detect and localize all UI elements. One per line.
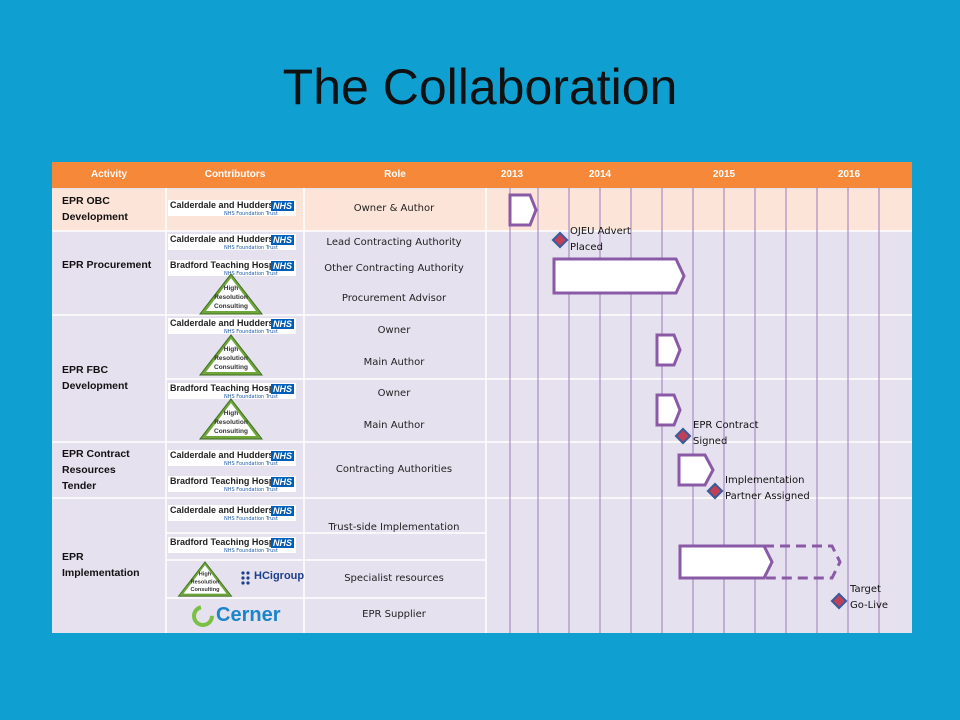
milestone-contract-diamond — [674, 427, 692, 445]
hci-group-icon — [241, 571, 250, 585]
role-trust-side: Trust-side Implementation — [328, 522, 460, 533]
header-year-2015: 2015 — [712, 169, 736, 180]
cerner-icon — [192, 605, 214, 627]
milestone-partner-label: Implementation Partner Assigned — [725, 475, 810, 502]
svg-text:High: High — [199, 572, 212, 578]
svg-text:Consulting: Consulting — [214, 428, 248, 435]
svg-text:Consulting: Consulting — [190, 587, 220, 593]
logo-high-resolution-consulting: High Resolution Consulting — [172, 561, 238, 603]
table-header — [52, 162, 912, 188]
role-specialist: Specialist resources — [344, 573, 444, 584]
svg-text:High: High — [224, 410, 238, 417]
bar-contract-tender — [677, 453, 715, 487]
activity-obc: EPR OBC Development — [62, 195, 128, 223]
svg-text:Consulting: Consulting — [214, 364, 248, 371]
svg-text:Resolution: Resolution — [214, 355, 248, 362]
slide-title: The Collaboration — [282, 59, 678, 115]
role-fbc-author-hrc: Main Author — [363, 357, 425, 368]
logo-cerner: Cerner — [216, 604, 281, 626]
activity-contract-tender: EPR Contract Resources Tender — [62, 448, 130, 492]
bar-fbc-btht — [655, 393, 682, 427]
bar-implementation-planned — [748, 544, 842, 580]
role-epr-supplier: EPR Supplier — [362, 609, 426, 620]
header-contributors: Contributors — [204, 169, 266, 180]
svg-text:High: High — [224, 285, 238, 292]
logo-high-resolution-consulting: High Resolution Consulting — [198, 334, 264, 376]
svg-text:Resolution: Resolution — [214, 294, 248, 301]
role-fbc-owner-cht: Owner — [377, 325, 411, 336]
milestone-ojeu-diamond — [551, 231, 569, 249]
svg-text:Resolution: Resolution — [214, 419, 248, 426]
header-year-2014: 2014 — [588, 169, 612, 180]
svg-text:Consulting: Consulting — [214, 303, 248, 310]
milestone-golive-label: Target Go-Live — [850, 584, 889, 611]
role-procurement-advisor: Procurement Advisor — [341, 293, 447, 304]
role-contracting-authorities: Contracting Authorities — [335, 464, 453, 475]
role-fbc-author-hrc-2: Main Author — [363, 420, 425, 431]
header-activity: Activity — [90, 169, 128, 180]
header-role: Role — [384, 169, 406, 180]
milestone-contract-label: EPR Contract Signed — [693, 420, 759, 447]
activity-fbc: EPR FBC Development — [62, 364, 128, 392]
milestone-ojeu-label: OJEU Advert Placed — [570, 226, 631, 253]
activity-procurement: EPR Procurement — [62, 259, 152, 271]
header-year-2013: 2013 — [500, 169, 524, 180]
role-owner-author: Owner & Author — [353, 203, 435, 214]
logo-hci-group: HCigroup — [254, 570, 305, 582]
milestone-partner-diamond — [706, 482, 724, 500]
bar-procurement — [552, 257, 686, 295]
header-year-2016: 2016 — [837, 169, 861, 180]
activity-implementation: EPR Implementation — [62, 551, 140, 579]
role-other-contracting: Other Contracting Authority — [324, 263, 464, 274]
role-lead-contracting: Lead Contracting Authority — [326, 237, 462, 248]
svg-text:Resolution: Resolution — [191, 579, 220, 585]
role-fbc-owner-btht: Owner — [377, 388, 411, 399]
svg-text:High: High — [224, 346, 238, 353]
logo-high-resolution-consulting: High Resolution Consulting — [198, 398, 264, 440]
milestone-golive-diamond — [830, 592, 848, 610]
bar-fbc-cht — [655, 333, 682, 367]
bar-obc — [508, 193, 538, 227]
bar-implementation — [678, 544, 774, 580]
logo-high-resolution-consulting: High Resolution Consulting — [198, 273, 264, 315]
